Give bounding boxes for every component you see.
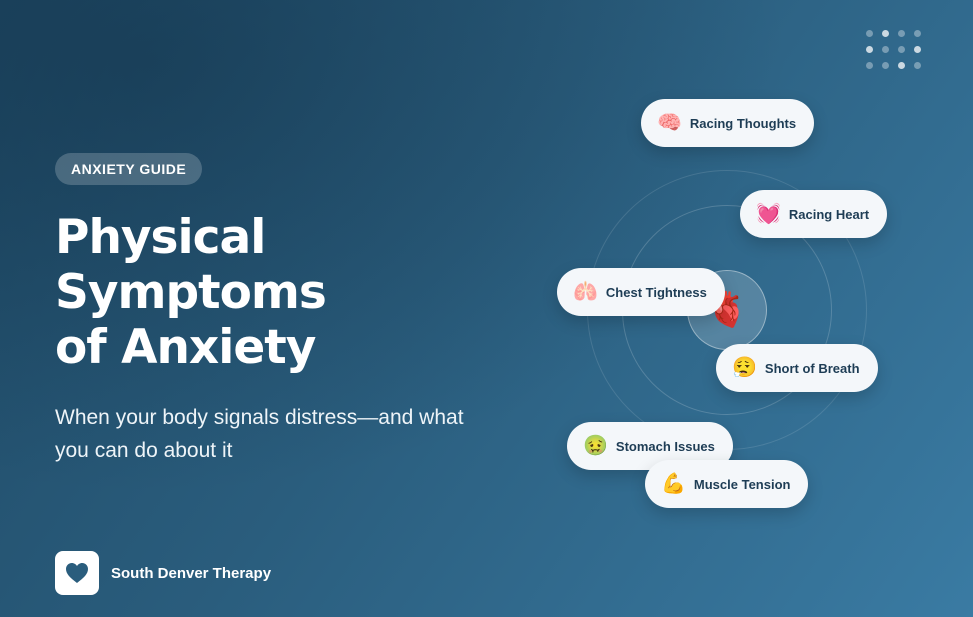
symptom-label: Short of Breath bbox=[764, 360, 860, 376]
title-line: Physical bbox=[55, 210, 266, 265]
page-title: Physical Symptoms of Anxiety bbox=[55, 210, 475, 375]
dot bbox=[914, 62, 921, 69]
symptom-chip-stomach-issues: 🤢 Stomach Issues bbox=[567, 422, 733, 470]
heart-icon: 💓 bbox=[756, 203, 781, 225]
brain-icon: 🧠 bbox=[657, 112, 682, 134]
brand-name: South Denver Therapy bbox=[111, 564, 272, 582]
dot bbox=[866, 46, 873, 53]
dot bbox=[914, 46, 921, 53]
symptom-label: Muscle Tension bbox=[693, 476, 791, 492]
title-line: of Anxiety bbox=[55, 320, 316, 375]
dot bbox=[914, 30, 921, 37]
lungs-icon: 🫁 bbox=[573, 281, 598, 303]
symptom-label: Racing Heart bbox=[788, 206, 870, 222]
symptom-chip-muscle-tension: 💪 Muscle Tension bbox=[645, 460, 809, 508]
symptom-chip-racing-heart: 💓 Racing Heart bbox=[740, 190, 888, 238]
flexed-bicep-icon: 💪 bbox=[661, 473, 686, 495]
symptom-chip-short-of-breath: 😮‍💨 Short of Breath bbox=[716, 344, 878, 392]
tired-face-icon: 😮‍💨 bbox=[732, 357, 757, 379]
dot bbox=[898, 30, 905, 37]
subtitle: When your body signals distress—and what… bbox=[55, 406, 464, 462]
title-line: Symptoms bbox=[55, 265, 327, 320]
dot bbox=[898, 62, 905, 69]
symptom-label: Racing Thoughts bbox=[689, 115, 797, 131]
symptom-chip-chest-tightness: 🫁 Chest Tightness bbox=[557, 268, 725, 316]
dot bbox=[882, 46, 889, 53]
nauseated-face-icon: 🤢 bbox=[583, 435, 608, 457]
symptom-chip-racing-thoughts: 🧠 Racing Thoughts bbox=[641, 99, 815, 147]
symptom-label: Chest Tightness bbox=[605, 284, 707, 300]
heart-icon bbox=[66, 563, 88, 583]
dot bbox=[882, 62, 889, 69]
brand-logo bbox=[55, 551, 99, 595]
brand: South Denver Therapy bbox=[55, 551, 271, 595]
dot bbox=[866, 62, 873, 69]
dot bbox=[866, 30, 873, 37]
dot bbox=[898, 46, 905, 53]
decorative-dot-grid bbox=[866, 30, 921, 69]
symptom-label: Stomach Issues bbox=[615, 438, 715, 454]
category-badge: ANXIETY GUIDE bbox=[55, 153, 203, 185]
dot bbox=[882, 30, 889, 37]
